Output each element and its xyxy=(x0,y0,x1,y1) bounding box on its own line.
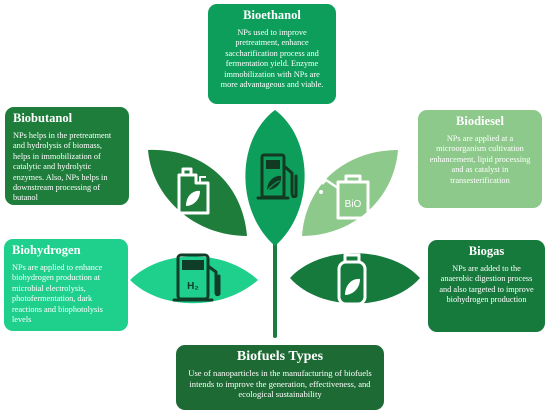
biofuels-types-description: Use of nanoparticles in the manufacturin… xyxy=(188,368,372,400)
biogas-description: NPs are added to the anaerobic digestion… xyxy=(439,264,534,305)
jerry-can-icon xyxy=(177,167,210,215)
biogas-title: Biogas xyxy=(468,244,505,258)
leaf-biogas xyxy=(290,253,420,304)
hydrogen-pump-icon xyxy=(172,253,221,302)
box-biodiesel: Biodiesel NPs are applied at a microorga… xyxy=(418,110,542,208)
oil-can-label: BiO xyxy=(345,199,362,210)
box-bioethanol: Bioethanol NPs used to improve pretreatm… xyxy=(208,4,336,104)
oil-can-icon xyxy=(319,174,370,220)
hydrogen-pump-label: H₂ xyxy=(187,281,199,292)
box-biogas: Biogas NPs are added to the anaerobic di… xyxy=(428,240,545,332)
bioethanol-title: Bioethanol xyxy=(243,8,301,22)
biobutanol-title: Biobutanol xyxy=(13,111,73,125)
bioethanol-description: NPs used to improve pretreatment, enhanc… xyxy=(220,28,324,90)
biohydrogen-title: Biohydrogen xyxy=(12,243,81,257)
biodiesel-description: NPs are applied at a microorganism culti… xyxy=(429,134,531,185)
biohydrogen-description: NPs are applied to enhance biohydrogen p… xyxy=(12,263,103,325)
box-biohydrogen: Biohydrogen NPs are applied to enhance b… xyxy=(4,239,128,331)
biodiesel-title: Biodiesel xyxy=(456,114,504,128)
box-biobutanol: Biobutanol NPs helps in the pretreatment… xyxy=(5,107,129,205)
leaf-biodiesel xyxy=(302,150,398,236)
fuel-pump-icon xyxy=(256,153,298,200)
biobutanol-description: NPs helps in the pretreatment and hydrol… xyxy=(13,131,112,203)
biofuels-types-title: Biofuels Types xyxy=(236,349,324,364)
gas-cylinder-icon xyxy=(337,253,367,306)
leaf-biohydrogen xyxy=(130,256,258,304)
box-biofuels-types: Biofuels Types Use of nanoparticles in t… xyxy=(176,345,384,410)
